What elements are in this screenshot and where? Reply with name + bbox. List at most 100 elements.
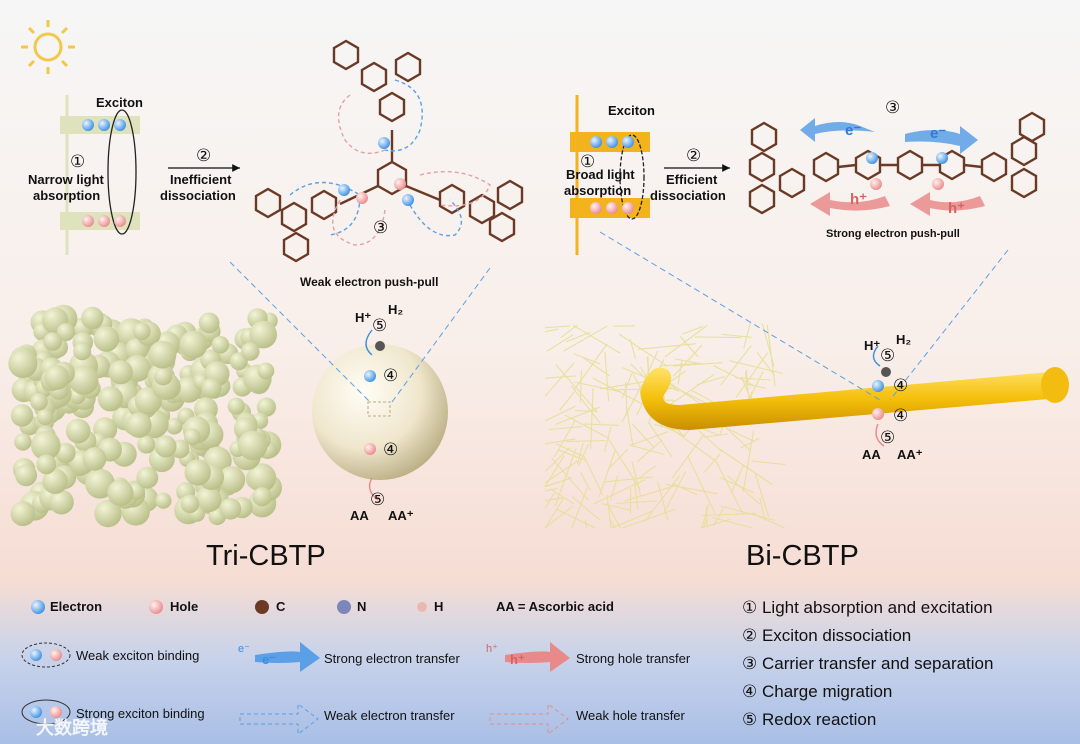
- legend-strong-electron: Strong electron transfer: [324, 651, 460, 666]
- fiber-strand: [593, 479, 646, 505]
- cluster-particle: [69, 365, 99, 395]
- cluster-particle: [94, 499, 122, 528]
- fiber-strand: [675, 358, 704, 365]
- legend-hydrogen: H: [434, 599, 444, 614]
- legend-aa-definition: AA = Ascorbic acid: [496, 599, 614, 614]
- fiber-strand: [703, 453, 721, 474]
- bi-cbtp-fiber-rod: [640, 367, 1064, 430]
- bi-migration-number-top: ④: [893, 376, 909, 395]
- fiber-strand: [624, 484, 679, 502]
- fiber-strand: [544, 459, 580, 484]
- legend-e-symbol: e⁻: [262, 652, 277, 667]
- tri-migration-number-bottom: ④: [383, 440, 399, 459]
- cluster-particle: [31, 430, 61, 461]
- bi-step1-line1: Broad light: [566, 167, 635, 182]
- fiber-strand: [679, 335, 699, 358]
- fiber-strand: [544, 455, 565, 487]
- bi-push-pull-label: Strong electron push-pull: [826, 228, 960, 240]
- fiber-strand: [759, 497, 766, 521]
- fiber-strand: [711, 516, 753, 529]
- fiber-strand: [671, 433, 705, 479]
- tri-redox-number-top: ⑤: [372, 316, 388, 335]
- fiber-strand: [631, 461, 642, 497]
- fiber-strand: [700, 518, 731, 529]
- cluster-particle: [30, 393, 48, 411]
- fiber-strand: [730, 464, 745, 494]
- cluster-particle: [180, 494, 200, 514]
- fiber-strand: [663, 471, 687, 513]
- fiber-strand: [729, 360, 783, 374]
- fiber-strand: [553, 419, 576, 458]
- cluster-particle: [219, 498, 242, 520]
- fiber-strand: [629, 431, 669, 447]
- fiber-strand: [571, 487, 588, 529]
- cluster-particle: [195, 486, 222, 513]
- fiber-strand: [559, 391, 576, 411]
- bi-aa: AA: [862, 447, 881, 462]
- fiber-strand: [756, 351, 776, 376]
- fiber-strand: [643, 350, 659, 381]
- bi-band-electrons: [590, 136, 634, 214]
- fiber-strand: [638, 465, 656, 479]
- fiber-strand: [702, 512, 756, 517]
- fiber-strand: [606, 503, 622, 529]
- cluster-particle: [107, 479, 134, 506]
- fiber-strand: [605, 476, 653, 483]
- fiber-strand: [606, 436, 641, 489]
- cluster-particle: [247, 463, 277, 493]
- fiber-strand: [580, 472, 591, 492]
- cluster-particle: [136, 466, 159, 489]
- tri-band-electrons: [82, 119, 126, 227]
- fiber-strand: [687, 456, 716, 515]
- fiber-strand: [583, 423, 620, 426]
- fiber-strand: [544, 325, 570, 329]
- fiber-strand: [590, 388, 594, 450]
- fiber-strand: [719, 448, 773, 485]
- bi-exciton-label: Exciton: [608, 103, 655, 118]
- cluster-particle: [43, 332, 62, 351]
- bi-electron-transfer-arrow-2: [905, 126, 978, 154]
- fiber-strand: [565, 331, 591, 343]
- fiber-strand: [550, 488, 574, 505]
- cluster-particle: [211, 336, 230, 354]
- fiber-strand: [544, 362, 575, 397]
- cluster-particle: [179, 330, 208, 359]
- fiber-strand: [665, 483, 718, 495]
- fiber-strand: [609, 519, 616, 529]
- cluster-particle: [44, 364, 70, 390]
- fiber-strand: [751, 460, 786, 466]
- cluster-particle: [65, 418, 91, 444]
- fiber-strand: [631, 423, 655, 449]
- fiber-strand: [544, 477, 572, 488]
- fiber-strand: [609, 475, 619, 501]
- legend-weak-electron: Weak electron transfer: [324, 708, 455, 723]
- tri-aa: AA: [350, 508, 369, 523]
- cluster-particle: [218, 466, 246, 494]
- fiber-strand: [691, 389, 716, 404]
- bi-electron-transfer-arrow-1: [800, 118, 875, 142]
- sun-icon: [21, 20, 75, 74]
- tri-push-pull-label: Weak electron push-pull: [300, 275, 439, 289]
- step-item-1: ① Light absorption and excitation: [742, 598, 993, 617]
- cluster-particle: [126, 412, 152, 438]
- legend-weak-binding: Weak exciton binding: [76, 648, 200, 663]
- cluster-particle: [241, 342, 260, 361]
- cluster-particle: [237, 430, 268, 461]
- fiber-strand: [573, 353, 601, 365]
- fiber-strand: [694, 336, 741, 339]
- fiber-strand: [672, 482, 698, 496]
- tri-molecule-carriers: [338, 137, 414, 206]
- cluster-particle: [184, 459, 211, 486]
- fiber-strand: [664, 324, 708, 358]
- cluster-particle: [256, 397, 276, 417]
- cluster-particle: [14, 433, 32, 451]
- bi-redox-number-bottom: ⑤: [880, 428, 896, 447]
- bi-step2-line1: Efficient: [666, 172, 718, 187]
- fiber-strand: [607, 448, 628, 470]
- tri-cbtp-title: Tri-CBTP: [206, 540, 326, 572]
- fiber-strand: [703, 519, 707, 529]
- cluster-particle: [249, 320, 277, 349]
- fiber-strand: [648, 422, 673, 458]
- fiber-strand: [748, 371, 764, 399]
